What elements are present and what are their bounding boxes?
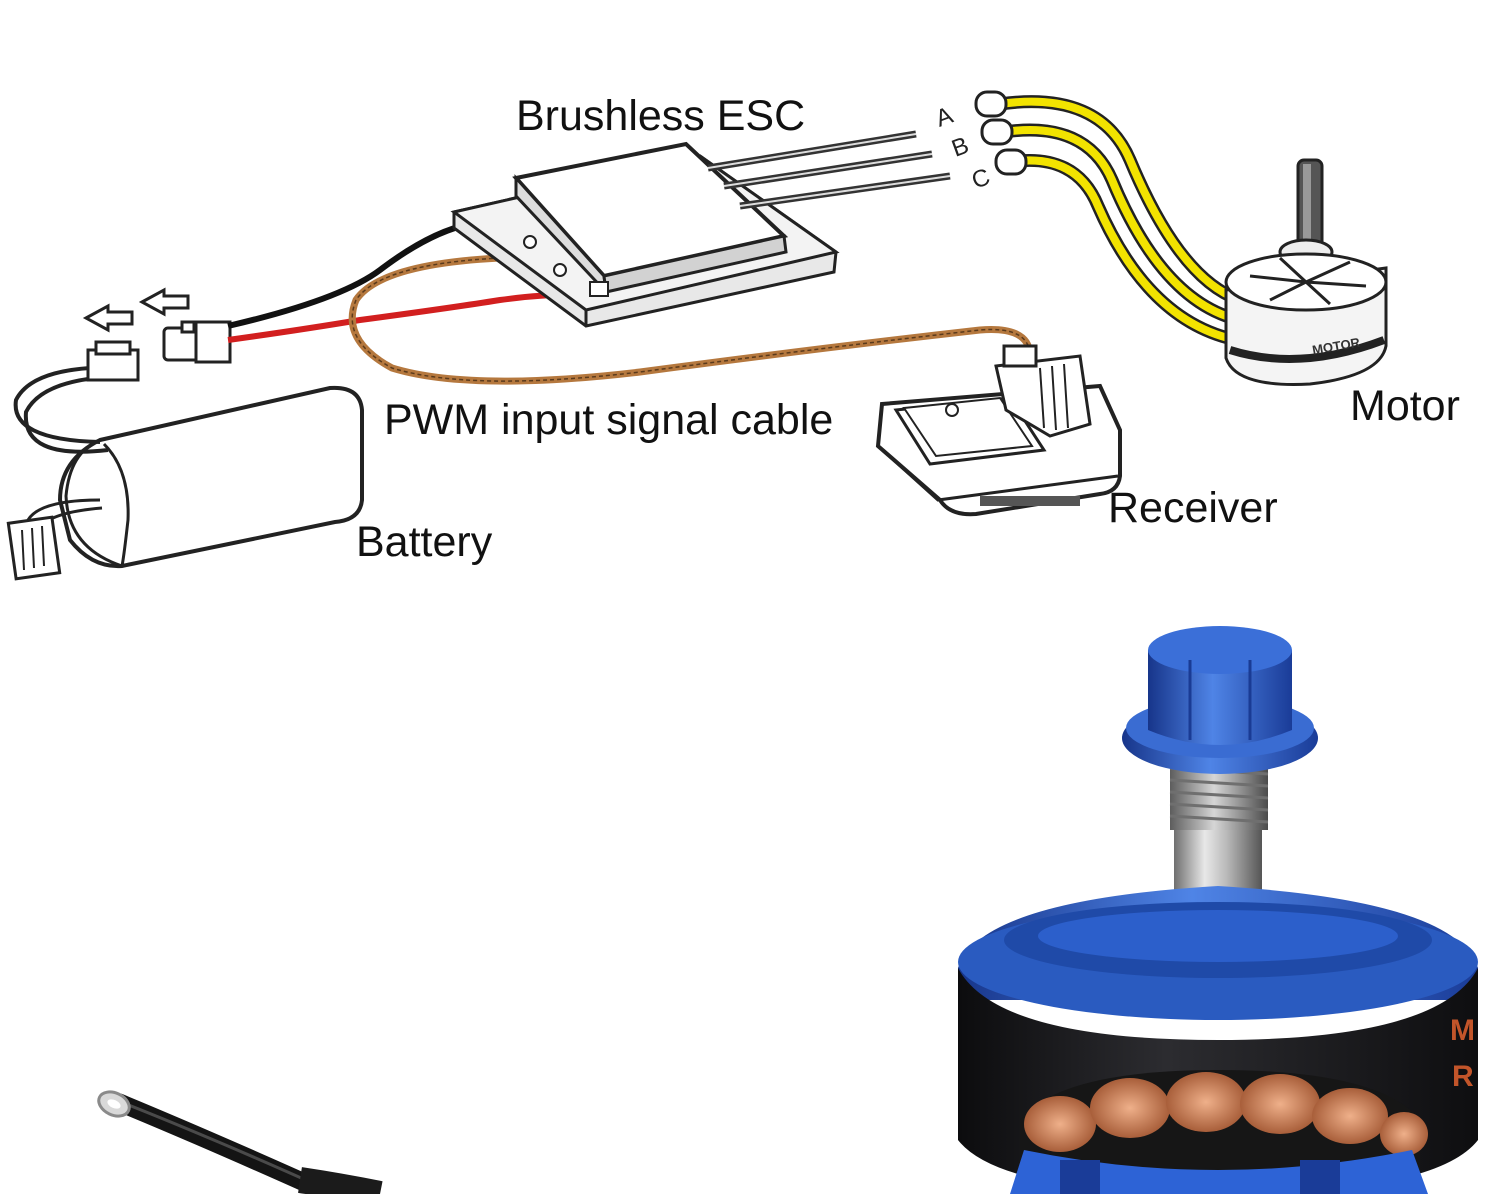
- battery: [6, 340, 364, 581]
- phase-letter-b: B: [948, 132, 972, 163]
- receiver: [875, 344, 1122, 517]
- lead-wire-photo: [97, 1090, 383, 1199]
- label-receiver: Receiver: [1108, 484, 1278, 532]
- label-battery: Battery: [356, 518, 493, 566]
- motor-photo: M R: [958, 626, 1478, 1194]
- esc-battery-connector: [162, 320, 232, 364]
- brushless-esc: [450, 130, 951, 328]
- label-brushless-esc: Brushless ESC: [516, 92, 806, 140]
- pwm-signal-cable: [348, 254, 1034, 385]
- phase-letter-a: A: [932, 102, 956, 133]
- label-pwm-input-signal-cable: PWM input signal cable: [384, 396, 834, 444]
- connect-arrows: [82, 287, 190, 333]
- motor-drawing: MOTOR: [1224, 158, 1388, 386]
- copper-windings: [1024, 1072, 1428, 1156]
- motor-photo-label-1: M: [1450, 1014, 1475, 1047]
- label-motor: Motor: [1350, 382, 1460, 430]
- phase-letter-c: C: [968, 163, 994, 194]
- motor-phase-wires: [974, 90, 1243, 345]
- motor-photo-label-2: R: [1452, 1060, 1474, 1093]
